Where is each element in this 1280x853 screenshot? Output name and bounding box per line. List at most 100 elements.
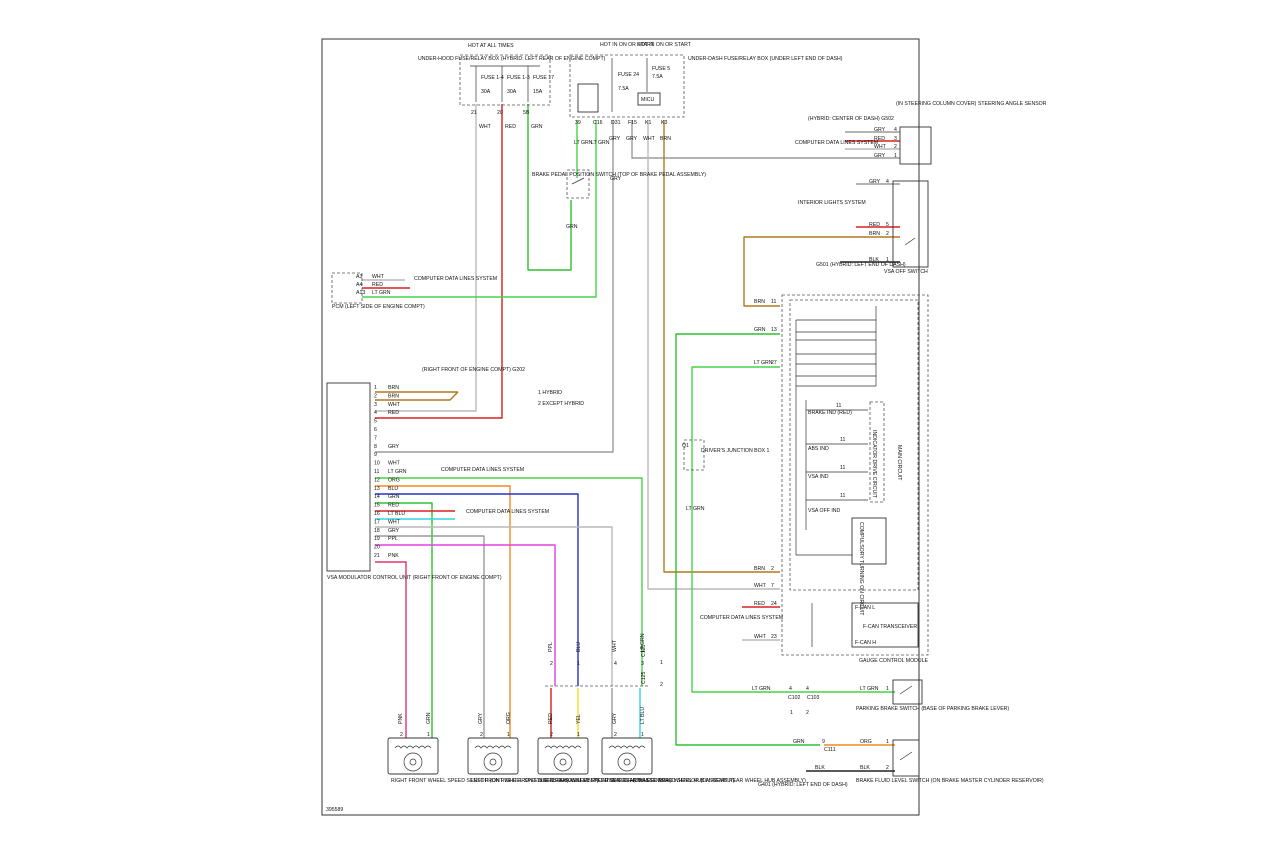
svg-text:GRN: GRN <box>388 494 400 500</box>
parking-brake-switch[interactable]: PARKING BRAKE SWITCH (BASE OF PARKING BR… <box>752 679 1009 716</box>
vsa-off-switch[interactable]: VSA OFF SWITCH INTERIOR LIGHTS SYSTEM G5… <box>798 179 929 275</box>
svg-text:15A: 15A <box>533 89 543 95</box>
svg-text:30A: 30A <box>481 89 491 95</box>
diagram-frame <box>321 38 920 816</box>
fuse-17[interactable]: FUSE 17 15A <box>527 66 554 102</box>
svg-text:F15: F15 <box>628 120 637 126</box>
wire-ppl-v19 <box>375 544 556 686</box>
svg-text:21: 21 <box>471 110 477 116</box>
svg-text:WHT: WHT <box>479 124 492 130</box>
fuse-5[interactable]: FUSE 5 <box>652 66 670 72</box>
svg-text:RED: RED <box>388 503 399 509</box>
svg-text:4: 4 <box>789 686 792 692</box>
svg-text:BLK: BLK <box>869 257 879 263</box>
svg-text:WHT: WHT <box>388 519 401 525</box>
svg-text:9: 9 <box>374 452 377 458</box>
cdl-gauge[interactable]: COMPUTER DATA LINES SYSTEM <box>700 615 783 621</box>
wire-ltgrn-g27 <box>691 366 895 693</box>
svg-text:1: 1 <box>427 732 430 738</box>
svg-text:11: 11 <box>374 469 379 475</box>
svg-text:LT GRN: LT GRN <box>754 360 773 366</box>
wire-gry-v18 <box>375 535 485 738</box>
svg-text:1: 1 <box>577 661 580 667</box>
svg-text:11: 11 <box>840 465 845 471</box>
brake-ind: BRAKE IND (RED) <box>808 410 852 416</box>
svg-text:8: 8 <box>374 444 377 450</box>
svg-text:10: 10 <box>374 461 380 467</box>
svg-text:RED: RED <box>754 601 765 607</box>
svg-text:BRAKE FLUID LEVEL SWITCH (ON B: BRAKE FLUID LEVEL SWITCH (ON BRAKE MASTE… <box>856 778 1044 784</box>
svg-text:11: 11 <box>836 403 841 409</box>
svg-text:LT GRN: LT GRN <box>388 469 407 475</box>
svg-text:GRY: GRY <box>869 179 881 185</box>
svg-text:ORG: ORG <box>506 712 512 724</box>
svg-text:GRY: GRY <box>478 712 484 724</box>
svg-text:ORG: ORG <box>388 477 400 483</box>
svg-text:2: 2 <box>374 393 377 399</box>
svg-text:1: 1 <box>886 257 889 263</box>
cdl-pcm[interactable]: COMPUTER DATA LINES SYSTEM <box>414 276 497 282</box>
svg-text:WHT: WHT <box>643 136 656 142</box>
svg-text:BRN: BRN <box>388 393 399 399</box>
fcan-transceiver: F-CAN TRANSCEIVER <box>863 624 917 630</box>
svg-text:C111: C111 <box>824 747 836 753</box>
svg-text:27: 27 <box>771 360 777 366</box>
svg-text:GRY: GRY <box>612 712 618 724</box>
svg-text:2: 2 <box>400 732 403 738</box>
gauge-pin-2: BRN 2 <box>754 566 774 572</box>
svg-text:GAUGE CONTROL MODULE: GAUGE CONTROL MODULE <box>859 658 929 664</box>
svg-text:GRY: GRY <box>610 176 622 182</box>
svg-text:30A: 30A <box>507 89 517 95</box>
svg-text:3: 3 <box>894 136 897 142</box>
wire-pnk-v21 <box>375 561 407 738</box>
svg-text:7.5A: 7.5A <box>652 74 663 80</box>
svg-text:18: 18 <box>374 528 380 534</box>
vsa-pin-7: 7 <box>374 435 377 441</box>
svg-text:RED: RED <box>388 410 399 416</box>
fuse-24[interactable]: FUSE 24 <box>618 72 639 78</box>
svg-text:PPL: PPL <box>388 536 398 542</box>
fuse-1-4[interactable]: FUSE 1-4 30A <box>475 66 504 102</box>
svg-text:1: 1 <box>577 732 580 738</box>
cdl-vsa-15[interactable]: COMPUTER DATA LINES SYSTEM <box>466 509 549 515</box>
svg-text:LT BLU: LT BLU <box>640 707 646 724</box>
wheel-speed-sensor-3: LEFT REAR WHEEL SPEED SENSOR (ON LEFT RE… <box>537 642 735 784</box>
svg-text:YEL: YEL <box>576 714 582 724</box>
svg-text:Q1: Q1 <box>682 443 689 449</box>
underhood-fuse-box: HOT AT ALL TIMES UNDER-HOOD FUSE/RELAY B… <box>418 43 606 130</box>
svg-text:BRN: BRN <box>754 566 765 572</box>
main-circuit: MAIN CIRCUIT <box>896 445 902 481</box>
svg-text:2: 2 <box>480 732 483 738</box>
svg-text:17: 17 <box>374 519 380 525</box>
cdl-vsa-10[interactable]: COMPUTER DATA LINES SYSTEM <box>441 467 524 473</box>
svg-text:LT GRN: LT GRN <box>574 140 593 146</box>
svg-text:WHT: WHT <box>754 583 767 589</box>
svg-text:BLK: BLK <box>860 765 870 771</box>
cdl-steering[interactable]: COMPUTER DATA LINES SYSTEM <box>795 140 878 146</box>
vsa-ind: VSA IND <box>808 474 829 480</box>
underdash-fuse-box: HOT IN ON OR START HOT IN ON OR START UN… <box>569 42 843 146</box>
svg-text:BLU: BLU <box>576 642 582 652</box>
svg-text:GRY: GRY <box>388 528 400 534</box>
svg-text:LT GRN: LT GRN <box>372 290 391 296</box>
brake-fluid-level-switch[interactable]: BRAKE FLUID LEVEL SWITCH (ON BRAKE MASTE… <box>758 739 1044 788</box>
svg-text:2: 2 <box>550 661 553 667</box>
connector-c125: C125 C125 1 2 <box>545 644 663 688</box>
wire-blu-v13 <box>375 493 579 686</box>
vsa-pin-2: 2 BRN <box>374 393 399 399</box>
svg-text:2: 2 <box>771 566 774 572</box>
svg-text:WHT: WHT <box>388 402 401 408</box>
fuse-1-3[interactable]: FUSE 1-3 30A <box>501 66 530 102</box>
vsa-pin-9: 9 <box>374 452 377 458</box>
brake-pedal-position-switch[interactable]: BRAKE PEDAL POSITION SWITCH (TOP OF BRAK… <box>532 169 706 230</box>
wire-org-v12 <box>375 485 511 738</box>
svg-text:F-CAN H: F-CAN H <box>855 640 876 646</box>
svg-text:11: 11 <box>840 493 845 499</box>
svg-text:FUSE 1-3: FUSE 1-3 <box>507 75 530 81</box>
compulsory-circuit: COMPULSORY TURNING ON CIRCUIT <box>858 522 864 616</box>
